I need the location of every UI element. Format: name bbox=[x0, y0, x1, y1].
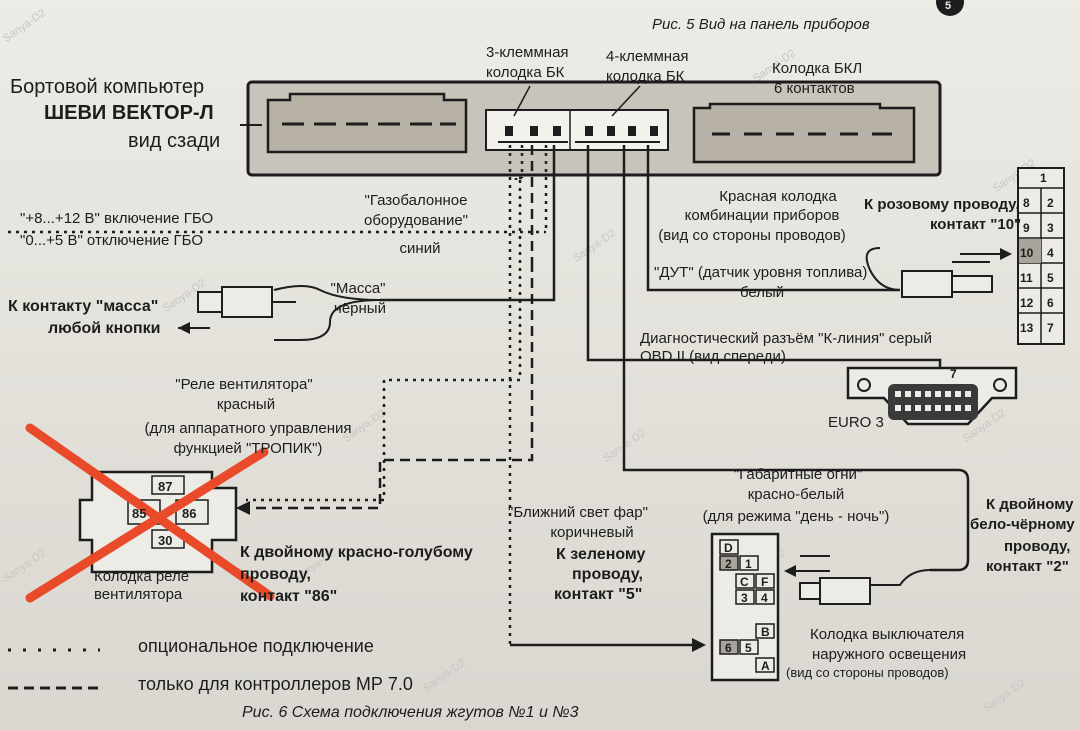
parking-color: красно-белый bbox=[747, 486, 845, 503]
computer-view: вид сзади bbox=[128, 130, 221, 152]
light-switch-block bbox=[710, 532, 780, 682]
four-pin-caption: 4-клеммная bbox=[606, 48, 689, 65]
relay-pin: 86 bbox=[182, 506, 197, 521]
pink-wire-target: К розовому проводу, bbox=[864, 196, 1020, 213]
red-plug-view: (вид со стороны проводов) bbox=[658, 227, 846, 244]
four-pin-caption-2: колодка БК bbox=[606, 68, 685, 85]
parking-target-3: проводу, bbox=[1004, 538, 1071, 555]
red-plug-title: Красная колодка bbox=[719, 188, 837, 205]
bk-socket bbox=[485, 109, 669, 151]
red-plug-pin: 11 bbox=[1020, 271, 1033, 285]
legend-dashed-label: только для контроллеров МР 7.0 bbox=[138, 674, 413, 694]
relay-pin: 85 bbox=[132, 506, 147, 521]
bkl-caption: Колодка БКЛ bbox=[772, 60, 863, 77]
parking-label: "Габаритные огни" bbox=[733, 466, 863, 483]
gbo-label: "Газобалонное bbox=[364, 192, 468, 209]
red-plug-pin: 9 bbox=[1023, 221, 1030, 235]
pink-wire-pin: контакт "10" bbox=[930, 216, 1022, 233]
fan-relay-name: Колодка реле bbox=[94, 568, 190, 585]
dut-color: белый bbox=[740, 284, 785, 301]
dut-terminal bbox=[901, 270, 953, 298]
red-plug-pin: 7 bbox=[1047, 321, 1054, 335]
fan-relay-target: К двойному красно-голубому bbox=[240, 544, 473, 561]
obd-euro: EURO 3 bbox=[828, 414, 884, 431]
parking-purpose: (для режима "день - ночь") bbox=[702, 508, 890, 525]
fan-relay-name-2: вентилятора bbox=[94, 586, 183, 603]
red-plug-grid bbox=[1017, 167, 1065, 345]
gbo-off-label: "0...+5 В" отключение ГБО bbox=[20, 232, 204, 249]
legend-dotted-label: опциональное подключение bbox=[138, 636, 374, 656]
switch-pin: F bbox=[761, 575, 769, 589]
ground-target-2: любой кнопки bbox=[48, 320, 161, 337]
switch-pin: C bbox=[740, 575, 749, 589]
three-pin-caption: 3-клеммная bbox=[486, 44, 569, 61]
obd-connector bbox=[846, 366, 1018, 426]
switch-pin: 1 bbox=[745, 557, 752, 571]
gbo-color: синий bbox=[399, 240, 441, 257]
red-plug-pin: 2 bbox=[1047, 196, 1054, 210]
low-beam-color: коричневый bbox=[550, 524, 634, 541]
low-beam-target: К зеленому bbox=[556, 546, 646, 563]
dut-label: "ДУТ" (датчик уровня топлива) bbox=[654, 264, 868, 281]
obd-label: Диагностический разъём "К-линия" серый bbox=[640, 330, 932, 347]
fan-relay-purpose-2: функцией "ТРОПИК") bbox=[173, 440, 323, 457]
parking-target-2: бело-чёрному bbox=[970, 516, 1075, 533]
switch-pin: 3 bbox=[741, 591, 748, 605]
red-plug-pin: 12 bbox=[1020, 296, 1034, 310]
red-plug-pin: 6 bbox=[1047, 296, 1054, 310]
computer-title: Бортовой компьютер bbox=[10, 76, 205, 98]
cancelled-cross-icon bbox=[25, 423, 275, 603]
switch-pin: A bbox=[761, 659, 770, 673]
relay-pin: 87 bbox=[158, 479, 173, 494]
red-plug-pin: 4 bbox=[1047, 246, 1054, 260]
switch-pin: D bbox=[724, 541, 733, 555]
ground-color: чёрный bbox=[334, 300, 386, 317]
red-plug-pin: 13 bbox=[1020, 321, 1034, 335]
low-beam-target-2: проводу, bbox=[572, 566, 643, 583]
red-plug-pin: 5 bbox=[1047, 271, 1054, 285]
switch-pin: 2 bbox=[725, 557, 732, 571]
bkl-caption-2: 6 контактов bbox=[774, 80, 855, 97]
gbo-label-2: оборудование" bbox=[363, 212, 469, 229]
red-plug-subtitle: комбинации приборов bbox=[684, 207, 840, 224]
red-plug-pin: 10 bbox=[1020, 246, 1034, 260]
switch-pin: B bbox=[761, 625, 770, 639]
fan-relay-target-2: проводу, bbox=[240, 566, 311, 583]
red-plug-pin: 3 bbox=[1047, 221, 1054, 235]
switch-pin: 6 bbox=[725, 641, 732, 655]
light-switch-title: Колодка выключателя bbox=[810, 626, 965, 643]
fan-relay-color: красный bbox=[216, 396, 276, 413]
gbo-on-label: "+8...+12 В" включение ГБО bbox=[20, 210, 214, 227]
low-beam-label: "Ближний свет фар" bbox=[508, 504, 648, 521]
fan-relay-purpose: (для аппаратного управления bbox=[144, 420, 352, 437]
obd-pin: 7 bbox=[950, 367, 957, 381]
red-plug-pin: 1 bbox=[1040, 171, 1047, 185]
fan-relay-label: "Реле вентилятора" bbox=[175, 376, 313, 393]
parking-target-4: контакт "2" bbox=[986, 558, 1069, 575]
ground-terminal bbox=[221, 286, 273, 318]
relay-pin: 30 bbox=[158, 533, 173, 548]
obd-type: OBD II (вид спереди) bbox=[640, 348, 786, 365]
fig6-caption: Рис. 6 Схема подключения жгутов №1 и №3 bbox=[242, 704, 579, 721]
parking-target: К двойному bbox=[986, 496, 1074, 513]
ground-label: "Масса" bbox=[330, 280, 386, 297]
three-pin-caption-2: колодка БК bbox=[486, 64, 565, 81]
page-number: 5 bbox=[945, 0, 952, 12]
light-switch-subtitle: наружного освещения bbox=[812, 646, 967, 663]
fig5-caption: Рис. 5 Вид на панель приборов bbox=[652, 16, 870, 33]
ground-target: К контакту "масса" bbox=[8, 298, 159, 315]
parking-terminal bbox=[819, 577, 871, 605]
switch-pin: 5 bbox=[745, 641, 752, 655]
light-switch-view: (вид со стороны проводов) bbox=[786, 665, 949, 680]
low-beam-target-3: контакт "5" bbox=[554, 586, 643, 603]
switch-pin: 4 bbox=[761, 591, 768, 605]
red-plug-pin: 8 bbox=[1023, 196, 1030, 210]
bkl-connector bbox=[692, 102, 916, 164]
fan-relay-target-3: контакт "86" bbox=[240, 588, 338, 605]
computer-model: ШЕВИ ВЕКТОР-Л bbox=[44, 102, 214, 124]
